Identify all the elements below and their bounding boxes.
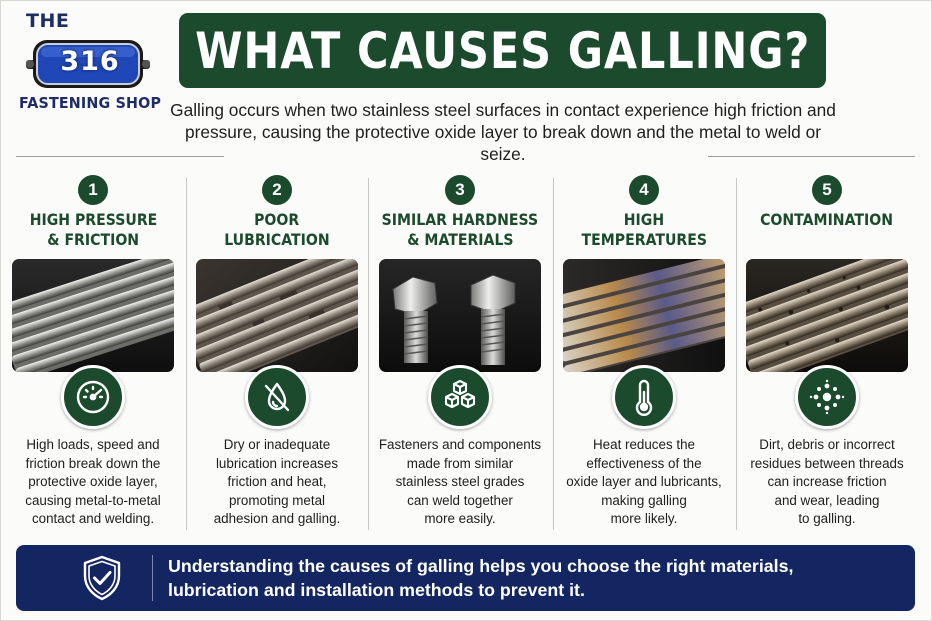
cause-heading-line1: SIMILAR HARDNESS	[381, 210, 539, 229]
column-separator	[186, 178, 187, 530]
cause-heading: POOR LUBRICATION	[186, 210, 368, 250]
page-title: WHAT CAUSES GALLING?	[194, 21, 811, 80]
left-divider-rule	[16, 156, 224, 157]
cause-heading: SIMILAR HARDNESS & MATERIALS	[369, 210, 551, 250]
thread-photo	[12, 259, 174, 372]
intro-text: Galling occurs when two stainless steel …	[170, 100, 836, 164]
heat-tinted-thread-photo	[563, 259, 725, 372]
cause-card-1: 1 HIGH PRESSURE & FRICTION	[8, 175, 178, 535]
logo-number: 316	[60, 46, 120, 77]
no-oil-drop-icon	[245, 365, 309, 429]
cause-card-3: 3 SIMILAR HARDNESS & MATERIALS	[375, 175, 545, 535]
brand-logo: THE 316 FASTENING SHOP	[14, 6, 164, 116]
column-separator	[368, 178, 369, 530]
cause-description: High loads, speed and friction break dow…	[25, 437, 161, 527]
cause-heading: CONTAMINATION	[736, 210, 918, 250]
right-divider-rule	[708, 156, 915, 157]
thermometer-icon	[612, 365, 676, 429]
particles-icon	[795, 365, 859, 429]
cause-heading: HIGH PRESSURE & FRICTION	[2, 210, 184, 250]
title-banner: WHAT CAUSES GALLING?	[179, 13, 826, 88]
cause-heading-line2: & MATERIALS	[406, 230, 514, 249]
footer-banner: Understanding the causes of galling help…	[16, 545, 915, 611]
cause-heading: HIGH TEMPERATURES	[553, 210, 735, 250]
column-separator	[736, 178, 737, 530]
cause-description: Dry or inadequate lubrication increases …	[213, 437, 341, 527]
logo-shop-text: FASTENING SHOP	[19, 94, 162, 112]
dry-thread-photo	[196, 259, 358, 372]
cause-number: 3	[445, 175, 475, 205]
cause-card-4: 4 HIGH TEMPERATURES	[559, 175, 729, 535]
cause-card-5: 5 CONTAMINATION	[742, 175, 912, 535]
cause-number: 2	[262, 175, 292, 205]
column-separator	[553, 178, 554, 530]
cause-heading-line1: HIGH	[623, 210, 665, 229]
cause-heading-line1: POOR	[254, 210, 300, 229]
bolts-photo	[379, 259, 541, 372]
gauge-icon	[61, 365, 125, 429]
footer-divider	[152, 555, 153, 601]
cause-description: Fasteners and components made from simil…	[378, 437, 542, 527]
cause-heading-line2: & FRICTION	[47, 230, 139, 249]
logo-badge-icon	[26, 40, 150, 88]
logo-the-text: THE	[26, 10, 70, 32]
cause-card-2: 2 POOR LUBRICATION	[192, 175, 362, 535]
cause-number: 5	[812, 175, 842, 205]
footer-message: Understanding the causes of galling help…	[168, 556, 794, 600]
cause-heading-line2: LUBRICATION	[224, 230, 330, 249]
cause-heading-line2: TEMPERATURES	[581, 230, 707, 249]
cubes-icon	[428, 365, 492, 429]
cause-heading-line1: CONTAMINATION	[760, 210, 894, 229]
shield-check-icon	[83, 555, 121, 601]
cause-heading-line1: HIGH PRESSURE	[29, 210, 157, 229]
cause-description: Heat reduces the effectiveness of the ox…	[566, 437, 722, 527]
cause-number: 4	[629, 175, 659, 205]
cause-number: 1	[78, 175, 108, 205]
cause-description: Dirt, debris or incorrect residues betwe…	[750, 437, 904, 527]
contaminated-thread-photo	[746, 259, 908, 372]
